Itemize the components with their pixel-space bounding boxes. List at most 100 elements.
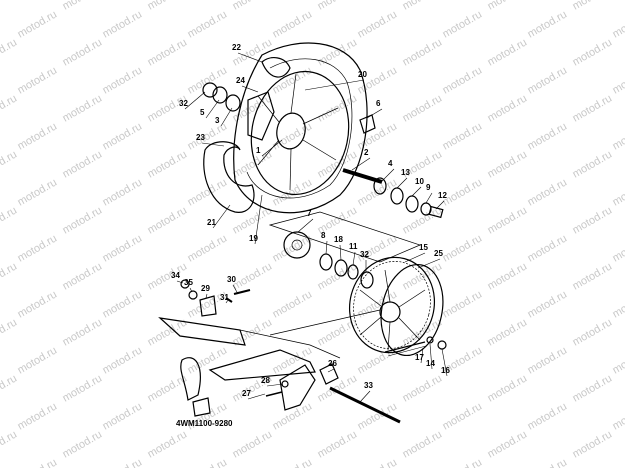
leader-line-c15 (404, 252, 426, 263)
watermark-text: motod.ru (16, 8, 60, 40)
watermark-text: motod.ru (186, 176, 230, 208)
watermark-text: motod.ru (611, 288, 625, 320)
leader-line-c10 (411, 186, 422, 197)
bearing-13 (390, 187, 404, 205)
watermark-text: motod.ru (0, 0, 19, 13)
watermark-text: motod.ru (16, 456, 60, 468)
watermark-text: motod.ru (16, 64, 60, 96)
callout-c19: 19 (249, 234, 258, 243)
callout-c14: 14 (426, 359, 435, 368)
watermark-text: motod.ru (146, 0, 190, 13)
watermark-text: motod.ru (231, 0, 275, 13)
watermark-text: motod.ru (186, 8, 230, 40)
wheel-spokes (257, 73, 339, 191)
leader-line-c8 (325, 240, 328, 255)
leader-line-c23 (201, 142, 225, 147)
watermark-text: motod.ru (571, 428, 615, 460)
watermark-text: motod.ru (186, 64, 230, 96)
watermark-text: motod.ru (101, 176, 145, 208)
callout-c23: 23 (196, 133, 205, 142)
leader-line-c25 (417, 258, 441, 269)
watermark-text: motod.ru (61, 204, 105, 236)
watermark-text: motod.ru (61, 0, 105, 13)
callout-c10: 10 (415, 177, 424, 186)
tire-inner-edge (246, 58, 353, 199)
caliper-bracket-parts (180, 279, 251, 317)
watermark-text: motod.ru (401, 92, 445, 124)
swingarm-arm (208, 349, 316, 381)
watermark-text: motod.ru (146, 148, 190, 180)
bolt-17 (384, 341, 426, 353)
watermark-text: motod.ru (571, 204, 615, 236)
watermark-text: motod.ru (101, 120, 145, 152)
watermark-text: motod.ru (486, 36, 530, 68)
leader-line-c18 (339, 244, 342, 261)
watermark-text: motod.ru (526, 176, 570, 208)
watermark-text: motod.ru (486, 428, 530, 460)
callout-c33: 33 (364, 381, 373, 390)
bearing-32-left (202, 82, 218, 98)
callout-c17: 17 (415, 353, 424, 362)
watermark-text: motod.ru (441, 232, 485, 264)
watermark-text: motod.ru (441, 8, 485, 40)
watermark-text: motod.ru (186, 232, 230, 264)
watermark-text: motod.ru (0, 372, 19, 404)
leader-line-c4 (380, 168, 395, 183)
leader-line-c6 (366, 108, 383, 119)
leader-line-c3 (220, 107, 233, 127)
swingarm-end (279, 364, 316, 411)
watermark-text: motod.ru (611, 8, 625, 40)
inner-tube (203, 141, 255, 213)
watermark-text: motod.ru (486, 0, 530, 13)
watermark-text: motod.ru (356, 232, 400, 264)
callout-c25: 25 (434, 249, 443, 258)
watermark-text: motod.ru (526, 64, 570, 96)
watermark-text: motod.ru (571, 148, 615, 180)
bolt-30 (233, 289, 251, 295)
callout-c24: 24 (236, 76, 245, 85)
watermark-text: motod.ru (356, 8, 400, 40)
watermark-text: motod.ru (101, 232, 145, 264)
watermark-text: motod.ru (101, 64, 145, 96)
callout-c9: 9 (426, 183, 431, 192)
watermark-text: motod.ru (0, 316, 19, 348)
nut-16 (437, 340, 447, 350)
watermark-text: motod.ru (486, 148, 530, 180)
oil-seal-10 (405, 195, 419, 213)
watermark-text: motod.ru (611, 456, 625, 468)
watermark-text: motod.ru (61, 428, 105, 460)
swingarm-body (158, 317, 246, 346)
watermark-text: motod.ru (0, 92, 19, 124)
watermark-text: motod.ru (146, 204, 190, 236)
wheel-assembly (203, 42, 368, 214)
watermark-text: motod.ru (486, 316, 530, 348)
watermark-text: motod.ru (16, 400, 60, 432)
watermark-text: motod.ru (486, 204, 530, 236)
watermark-text: motod.ru (61, 148, 105, 180)
watermark-text: motod.ru (401, 0, 445, 13)
bolt-27 (265, 391, 283, 397)
callout-c6: 6 (376, 99, 381, 108)
bearing-3 (225, 94, 241, 112)
watermark-text: motod.ru (611, 344, 625, 376)
callout-c8: 8 (321, 231, 326, 240)
watermark-text: motod.ru (16, 288, 60, 320)
watermark-text: motod.ru (0, 204, 19, 236)
watermark-text: motod.ru (441, 64, 485, 96)
leader-line-c30 (232, 284, 239, 295)
watermark-text: motod.ru (101, 8, 145, 40)
watermark-text: motod.ru (16, 232, 60, 264)
watermark-text: motod.ru (271, 8, 315, 40)
leader-lines (176, 52, 448, 403)
leader-line-c24 (241, 85, 259, 93)
watermark-text: motod.ru (101, 400, 145, 432)
leader-line-c29 (205, 293, 208, 299)
watermark-text: motod.ru (611, 120, 625, 152)
watermark-text: motod.ru (356, 456, 400, 468)
rim-tape (261, 57, 291, 78)
washer-14 (426, 336, 434, 344)
leader-line-c28 (266, 383, 284, 387)
oil-seal-5 (212, 86, 228, 104)
watermark-text: motod.ru (61, 36, 105, 68)
